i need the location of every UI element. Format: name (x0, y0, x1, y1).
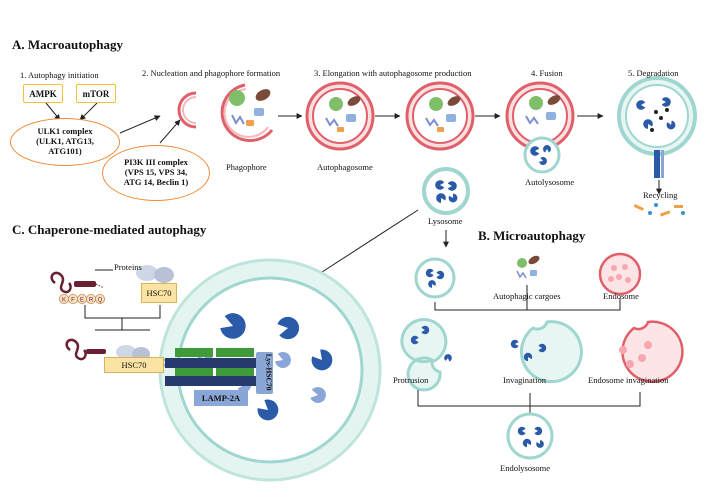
motif-residue-letter: E (80, 297, 84, 303)
section-title-macroautophagy: A. Macroautophagy (12, 37, 123, 52)
proteins-label: Proteins (114, 262, 142, 272)
recycling-label: Recycling (643, 190, 678, 200)
mitochondrion-icon (255, 89, 271, 101)
phagophore-graphic (220, 83, 274, 143)
mitochondrion-icon (347, 96, 361, 106)
step-label-nucleation: 2. Nucleation and phagophore formation (142, 68, 281, 78)
lamp2a-channel-icon (160, 348, 273, 386)
autophagosome-label: Autophagosome (317, 162, 373, 172)
endosome-invagination-icon (619, 320, 684, 383)
autophagic-cargoes-label: Autophagic cargoes (493, 291, 561, 301)
step-label-initiation: 1. Autophagy initiation (20, 70, 99, 80)
lysosome-to-cma-arrow (304, 209, 419, 284)
microautophagy-panel (400, 252, 684, 460)
endosome-icon (598, 252, 642, 296)
substrate-hsc70-complex-icon (65, 338, 150, 361)
endosome-label: Endosome (603, 291, 639, 301)
protrusion-icon (400, 318, 453, 392)
organelle-icon (254, 108, 264, 116)
step-label-degradation: 5. Degradation (628, 68, 679, 78)
autolysosome-label: Autolysosome (525, 177, 575, 187)
invagination-label: Invagination (503, 375, 546, 385)
protrusion-label: Protrusion (393, 375, 429, 385)
fusion-graphic (505, 81, 575, 174)
invagination-icon (510, 320, 583, 384)
ampk-arrow (45, 102, 61, 121)
endolysosome-icon (506, 412, 554, 460)
motif-residue-letter: Q (98, 297, 103, 303)
hsc70-box-top: HSC70 (141, 283, 177, 303)
step-label-elongation: 3. Elongation with autophagosome product… (314, 68, 472, 78)
motif-residue-letter: R (89, 297, 94, 303)
autophagosome-graphic (305, 81, 375, 151)
substrate-protein-icon (50, 271, 105, 294)
mtor-inhibit-arrow (79, 102, 98, 121)
pi3k-complex-oval: PI3K III complex (VPS 15, VPS 34, ATG 14… (102, 145, 210, 201)
lamp2a-label: LAMP-2A (194, 390, 248, 406)
ulk1-complex-oval: ULK1 complex (ULK1, ATG13, ATG101) (10, 118, 120, 166)
phagophore-crescent (177, 91, 197, 129)
mtor-box: mTOR (76, 84, 116, 103)
autophagic-cargoes-icon (516, 255, 540, 279)
lysosome-graphic (422, 167, 470, 215)
motif-residue (95, 293, 106, 304)
lysosome-label: Lysosome (428, 216, 463, 226)
protein-aggregate-icon (329, 97, 343, 111)
motif-residue-letter: F (71, 297, 75, 303)
recycled-metabolites-icon (633, 203, 685, 217)
ulk1-to-nucleation-arrow (119, 115, 161, 134)
endolysosome-label: Endolysosome (500, 463, 551, 473)
lys-hsc70-icon (256, 352, 273, 394)
section-title-cma: C. Chaperone-mediated autophagy (12, 222, 207, 237)
section-title-microautophagy: B. Microautophagy (478, 228, 586, 243)
protein-aggregate-icon (229, 90, 245, 106)
phagophore-label: Phagophore (226, 162, 267, 172)
lys-hsc70-label: Lys-HSC70 (264, 353, 274, 391)
motif-residue-letter: K (62, 297, 66, 303)
hsc70-chaperone-icon (136, 265, 174, 283)
efflux-transporter-icon (654, 150, 660, 178)
step-label-fusion: 4. Fusion (531, 68, 563, 78)
autolysosome-degradation-graphic (617, 76, 697, 195)
autophagosome-elongated-graphic (405, 81, 475, 151)
hsc70-box-bottom: HSC70 (104, 357, 164, 373)
pi3k-to-nucleation-arrow (159, 119, 181, 144)
micro-lysosome-icon (414, 257, 456, 299)
endosome-invagination-label: Endosome invagination (588, 375, 669, 385)
lysosome-fusing-icon (523, 136, 561, 174)
ampk-box: AMPK (23, 84, 63, 103)
